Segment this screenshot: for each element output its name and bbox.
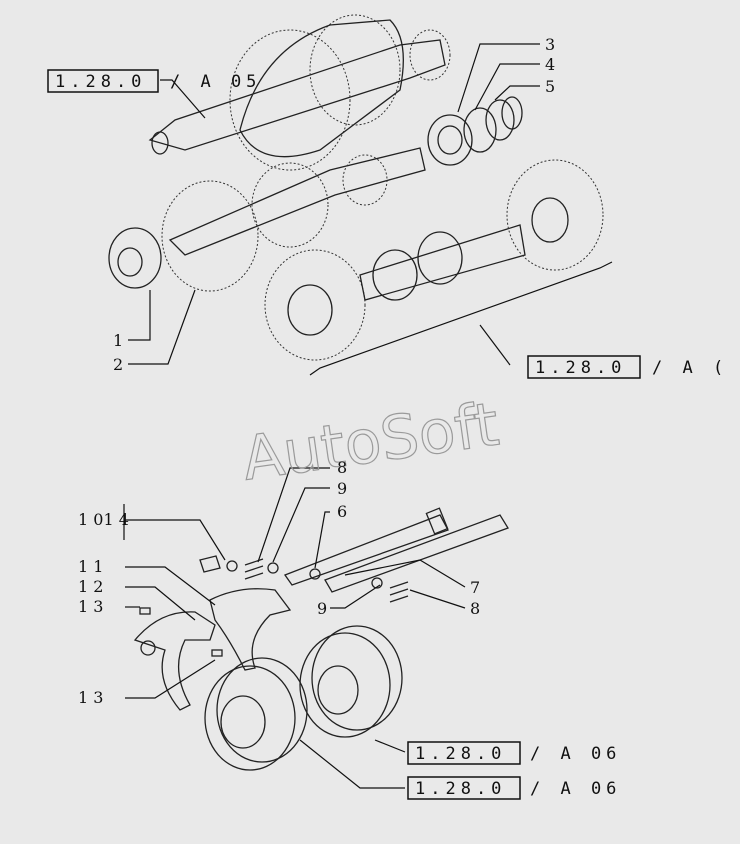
callout-8-top: 8 (337, 458, 347, 477)
callout-9-top: 9 (337, 479, 347, 498)
watermark: AutoSoft (238, 389, 503, 494)
reference-bottom-2[interactable]: 1.28.0 / A 06 (407, 776, 621, 800)
callout-13-bottom: 1 3 (78, 688, 103, 707)
reference-bottom-1-page: / A 06 (530, 744, 621, 764)
callout-2: 2 (113, 355, 123, 374)
callouts: 3 4 5 1 2 8 9 6 1 01 4 1 1 1 2 1 3 1 3 7… (78, 35, 555, 707)
main-shaft-assembly (148, 14, 451, 171)
callout-6: 6 (337, 502, 347, 521)
reference-top-code: 1.28.0 (55, 72, 146, 92)
callout-1014: 1 01 4 (78, 510, 129, 529)
reference-top[interactable]: 1.28.0 / A 05 (47, 69, 261, 93)
reference-top-page: / A 05 (170, 72, 261, 92)
callout-8-bottom: 8 (470, 599, 480, 618)
callout-3: 3 (545, 35, 555, 54)
callout-9-bottom: 9 (317, 599, 327, 618)
leader-lines (123, 43, 540, 789)
callout-7: 7 (470, 578, 480, 597)
reference-bottom-2-code: 1.28.0 (415, 779, 506, 799)
layshaft-assembly (108, 147, 426, 292)
group-bracket (309, 261, 613, 376)
reference-middle-code: 1.28.0 (535, 358, 626, 378)
reference-bottom-2-page: / A 06 (530, 779, 621, 799)
output-gear-cluster (264, 159, 604, 361)
callout-4: 4 (545, 55, 555, 74)
shift-forks (133, 588, 292, 711)
callout-13-top: 1 3 (78, 597, 103, 616)
callout-12: 1 2 (78, 577, 103, 596)
reference-middle-page: / A ( (652, 358, 728, 378)
callout-11: 1 1 (78, 557, 103, 576)
bearing-set-3-4-5 (427, 96, 523, 166)
reference-middle[interactable]: 1.28.0 / A ( (527, 355, 728, 379)
reference-bottom-1-code: 1.28.0 (415, 744, 506, 764)
synchro-sleeves (204, 625, 403, 771)
callout-5: 5 (545, 77, 555, 96)
callout-1: 1 (113, 331, 123, 350)
reference-bottom-1[interactable]: 1.28.0 / A 06 (407, 741, 621, 765)
selector-rods (199, 507, 509, 603)
